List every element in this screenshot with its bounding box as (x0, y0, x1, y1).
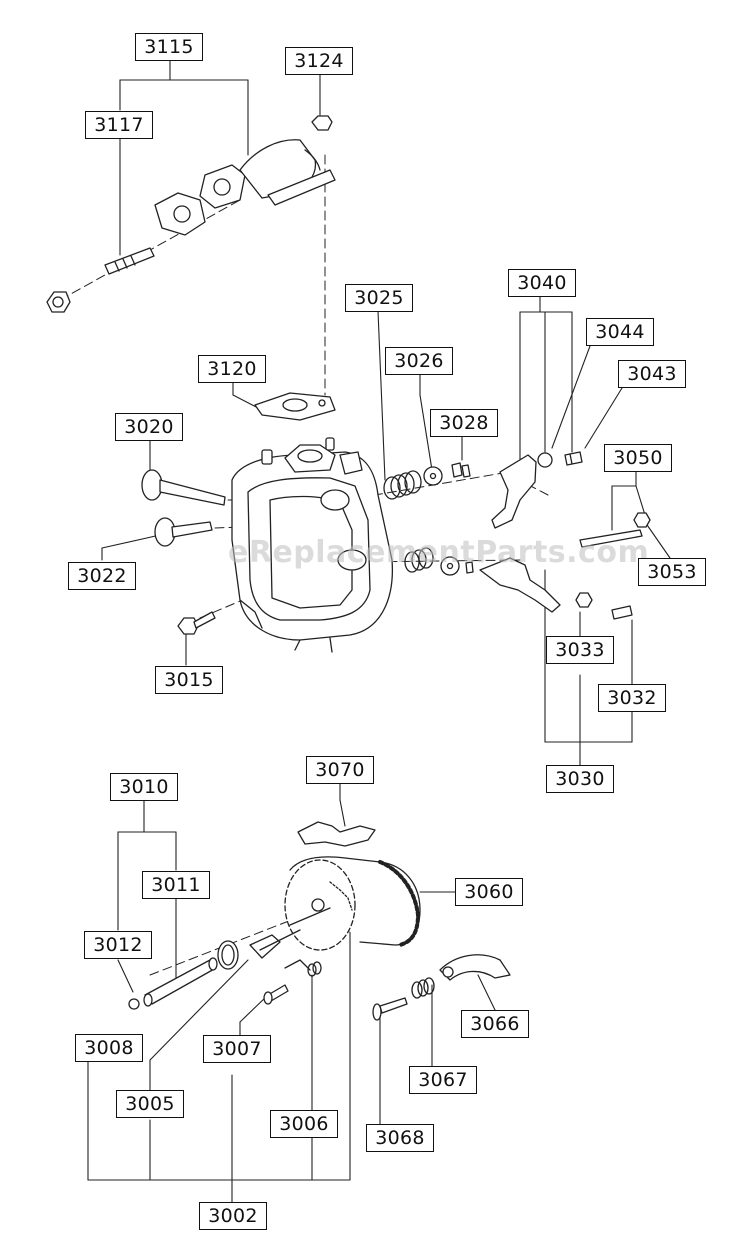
camshaft-3011 (143, 957, 218, 1007)
nut-3053 (633, 512, 651, 528)
retainer-3026 (423, 466, 460, 576)
adjust-nut-3044 (537, 452, 553, 468)
spring-3006 (284, 959, 322, 977)
part-label-3117[interactable]: 3117 (85, 111, 153, 139)
intake-elbow-3115 (154, 139, 336, 236)
part-label-3033[interactable]: 3033 (546, 636, 614, 664)
part-label-3026[interactable]: 3026 (385, 347, 453, 375)
part-label-3010[interactable]: 3010 (110, 773, 178, 801)
part-label-3053[interactable]: 3053 (638, 558, 706, 586)
ring-3008 (217, 940, 239, 970)
part-label-3012[interactable]: 3012 (84, 931, 152, 959)
part-label-3068[interactable]: 3068 (366, 1124, 434, 1152)
pin-3068 (372, 997, 408, 1021)
valve-3020 (141, 469, 226, 506)
pin-3007 (263, 984, 289, 1005)
plate-3070 (297, 821, 376, 847)
part-label-3022[interactable]: 3022 (68, 562, 136, 590)
keeper-3028 (451, 462, 474, 574)
part-label-3050[interactable]: 3050 (604, 444, 672, 472)
part-label-3005[interactable]: 3005 (116, 1090, 184, 1118)
washer-3012 (128, 998, 140, 1010)
spring-3067 (411, 977, 435, 999)
gasket-3120 (254, 392, 336, 421)
part-label-3007[interactable]: 3007 (203, 1035, 271, 1063)
shaft-lines (259, 907, 331, 951)
part-label-3060[interactable]: 3060 (455, 878, 523, 906)
cylinder-head (231, 437, 394, 653)
part-label-3040[interactable]: 3040 (508, 269, 576, 297)
weight-3005 (249, 934, 281, 959)
rocker-arm-3030 (479, 557, 561, 613)
part-label-3015[interactable]: 3015 (155, 666, 223, 694)
part-label-3008[interactable]: 3008 (75, 1034, 143, 1062)
part-label-3044[interactable]: 3044 (586, 318, 654, 346)
part-label-3124[interactable]: 3124 (285, 47, 353, 75)
spring-lower (404, 547, 434, 573)
part-label-3043[interactable]: 3043 (618, 360, 686, 388)
spring-3025 (383, 470, 422, 500)
part-label-3030[interactable]: 3030 (546, 765, 614, 793)
part-label-3115[interactable]: 3115 (135, 33, 203, 61)
part-label-3067[interactable]: 3067 (409, 1066, 477, 1094)
lever-3066 (439, 954, 511, 981)
part-label-3002[interactable]: 3002 (199, 1202, 267, 1230)
part-label-3028[interactable]: 3028 (430, 409, 498, 437)
part-label-3070[interactable]: 3070 (306, 756, 374, 784)
camshaft-gear-3060 (284, 856, 421, 951)
part-label-3066[interactable]: 3066 (461, 1010, 529, 1038)
bolt-3015 (177, 611, 216, 635)
part-label-3006[interactable]: 3006 (270, 1110, 338, 1138)
stud-3117 (46, 247, 155, 313)
nut-3033 (575, 592, 593, 608)
valve-3022 (154, 517, 213, 547)
nut-3124 (311, 115, 333, 131)
part-label-3020[interactable]: 3020 (115, 413, 183, 441)
part-label-3032[interactable]: 3032 (598, 684, 666, 712)
screw-3032 (611, 605, 633, 620)
leader-lines (87, 59, 671, 1203)
part-label-3025[interactable]: 3025 (345, 284, 413, 312)
adjust-screw-3043 (564, 451, 583, 466)
rocker-arm-3040 (491, 454, 537, 529)
part-label-3120[interactable]: 3120 (198, 355, 266, 383)
pushrod-3050 (579, 529, 643, 548)
part-label-3011[interactable]: 3011 (142, 871, 210, 899)
